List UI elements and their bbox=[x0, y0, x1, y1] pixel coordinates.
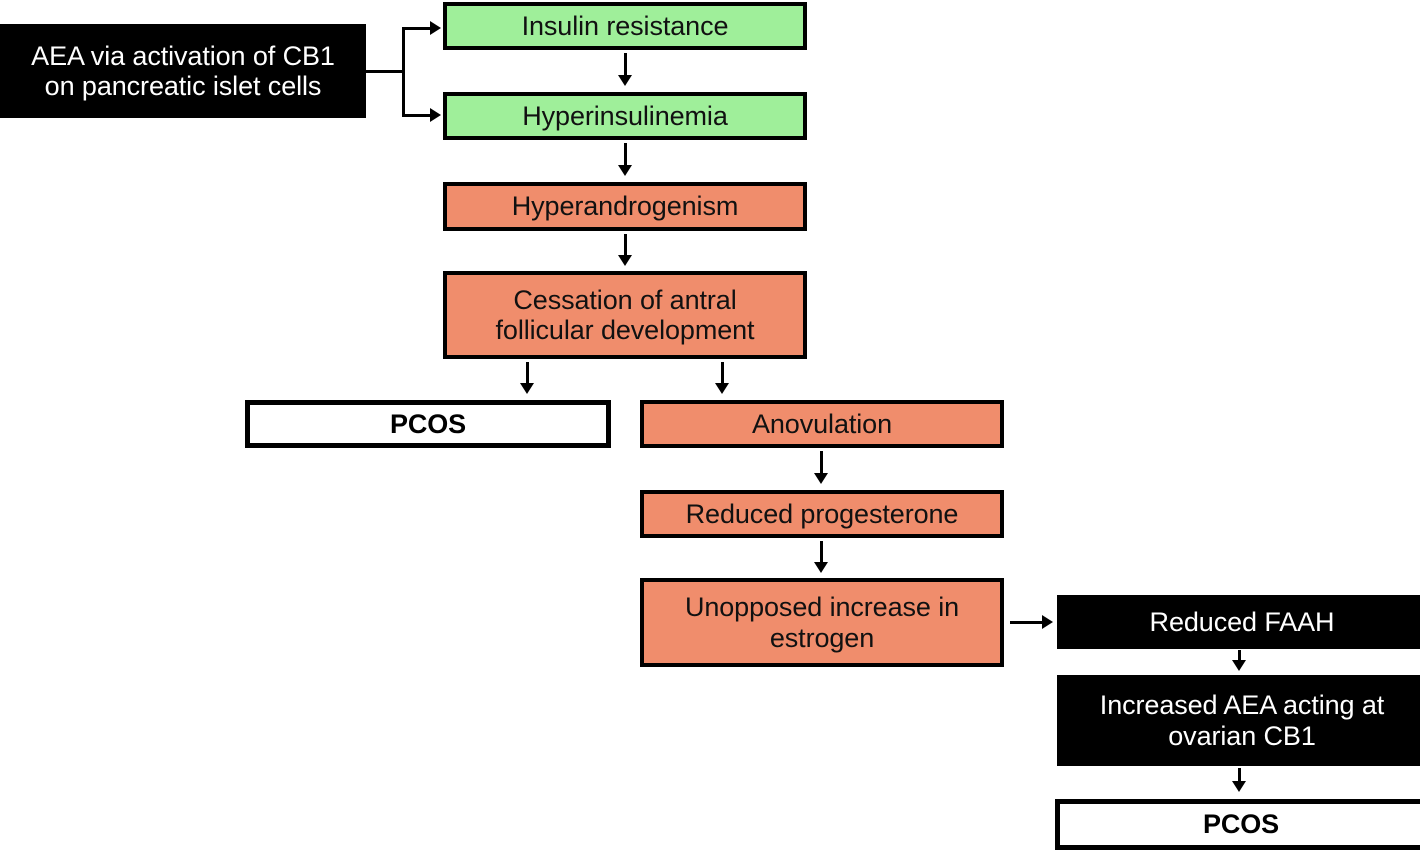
node-anovulation: Anovulation bbox=[640, 400, 1004, 448]
node-label: Increased AEA acting at ovarian CB1 bbox=[1099, 690, 1385, 751]
arrow-head bbox=[1232, 660, 1246, 671]
node-cessation-antral: Cessation of antral follicular developme… bbox=[443, 271, 807, 359]
arrow-shaft bbox=[624, 234, 627, 257]
node-hyperandrogenism: Hyperandrogenism bbox=[443, 182, 807, 231]
arrow-shaft bbox=[624, 143, 627, 167]
arrow-head bbox=[814, 473, 828, 484]
arrow-shaft bbox=[526, 362, 529, 385]
node-label: Hyperinsulinemia bbox=[522, 100, 728, 131]
node-reduced-faah: Reduced FAAH bbox=[1057, 595, 1420, 649]
arrow-head bbox=[618, 165, 632, 176]
arrow-head bbox=[1232, 781, 1246, 792]
node-hyperinsulinemia: Hyperinsulinemia bbox=[443, 92, 807, 140]
branch-stem bbox=[366, 70, 404, 73]
arrow-head bbox=[715, 383, 729, 394]
node-aea-pancreatic: AEA via activation of CB1 on pancreatic … bbox=[0, 24, 366, 118]
node-label: Cessation of antral follicular developme… bbox=[495, 284, 755, 345]
node-label: AEA via activation of CB1 on pancreatic … bbox=[31, 40, 335, 101]
arrow-head bbox=[520, 383, 534, 394]
arrow-shaft bbox=[820, 541, 823, 564]
node-reduced-progesterone: Reduced progesterone bbox=[640, 490, 1004, 538]
arrow-head bbox=[618, 75, 632, 86]
arrow-shaft bbox=[820, 451, 823, 475]
arrow-shaft bbox=[624, 53, 627, 77]
node-label: Reduced progesterone bbox=[685, 498, 959, 529]
branch-top-arrowhead bbox=[430, 21, 441, 35]
branch-bottom-arrowhead bbox=[430, 108, 441, 122]
node-label: PCOS bbox=[389, 408, 467, 439]
node-unopposed-estrogen: Unopposed increase in estrogen bbox=[640, 578, 1004, 667]
arrow-shaft bbox=[1238, 768, 1241, 784]
node-label: PCOS bbox=[1202, 809, 1280, 840]
arrow-shaft bbox=[1010, 621, 1044, 624]
node-label: Insulin resistance bbox=[521, 10, 729, 41]
node-increased-aea-ovarian: Increased AEA acting at ovarian CB1 bbox=[1057, 675, 1420, 766]
arrow-shaft bbox=[1238, 650, 1241, 663]
branch-top-shaft bbox=[402, 27, 432, 30]
node-label: Reduced FAAH bbox=[1149, 606, 1335, 637]
arrow-head bbox=[814, 562, 828, 573]
node-pcos-left: PCOS bbox=[245, 400, 611, 448]
branch-bus bbox=[402, 28, 405, 116]
node-label: Hyperandrogenism bbox=[511, 191, 739, 222]
node-label: Unopposed increase in estrogen bbox=[684, 592, 960, 653]
node-pcos-right: PCOS bbox=[1055, 799, 1420, 850]
arrow-head bbox=[1042, 615, 1053, 629]
arrow-head bbox=[618, 255, 632, 266]
node-insulin-resistance: Insulin resistance bbox=[443, 2, 807, 50]
arrow-shaft bbox=[721, 362, 724, 385]
node-label: Anovulation bbox=[751, 408, 892, 439]
branch-bottom-shaft bbox=[402, 114, 432, 117]
